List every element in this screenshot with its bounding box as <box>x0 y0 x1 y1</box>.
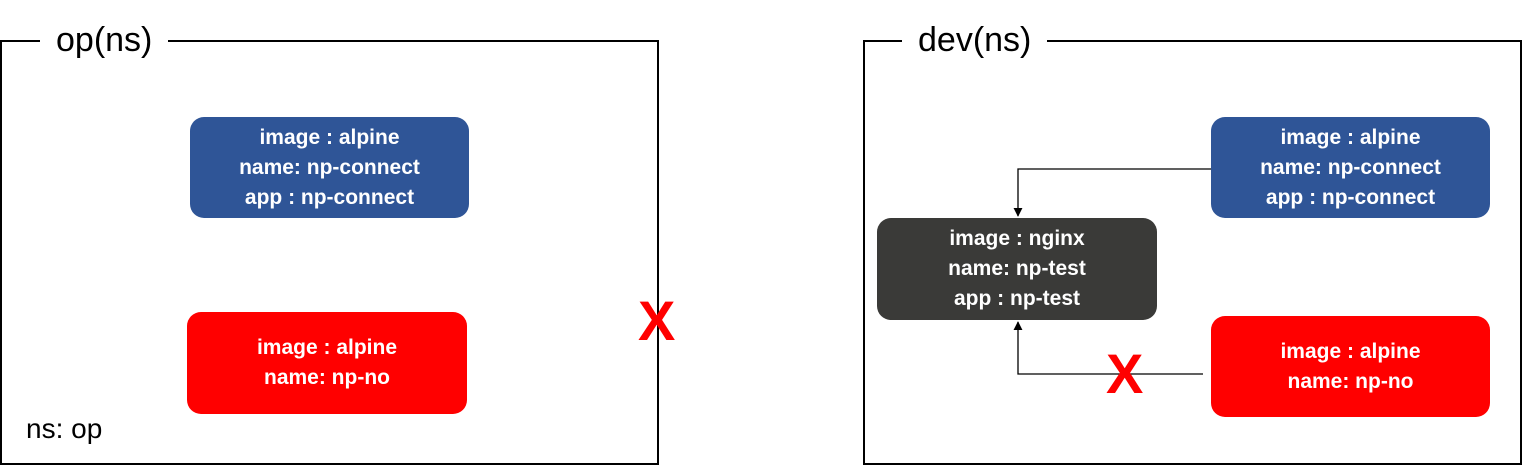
dev-pod-np-connect: image : alpine name: np-connect app : np… <box>1211 117 1490 218</box>
pod-name-label: name: np-no <box>1287 369 1414 393</box>
namespace-dev-box <box>863 40 1522 465</box>
namespace-op-caption: ns: op <box>26 413 103 444</box>
namespace-dev-title: dev(ns) <box>902 20 1048 60</box>
pod-image-label: image : alpine <box>259 125 400 149</box>
pod-app-label: app : np-connect <box>244 185 415 209</box>
pod-image-label: image : nginx <box>949 227 1085 250</box>
pod-image-label: image : alpine <box>1280 339 1421 363</box>
namespace-op-title: op(ns) <box>40 20 169 60</box>
pod-name-label: name: np-test <box>948 257 1086 280</box>
op-blocked-x-mark: X <box>638 289 676 352</box>
namespace-op-box <box>0 40 659 465</box>
pod-name-label: name: np-connect <box>1260 155 1441 179</box>
arrow-np-no-to-np-test <box>1013 321 1203 375</box>
pod-image-label: image : alpine <box>1280 125 1421 149</box>
dev-pod-np-test: image : nginx name: np-test app : np-tes… <box>877 218 1157 320</box>
dev-blocked-x-mark: X <box>1106 342 1144 405</box>
dev-pod-np-no: image : alpine name: np-no <box>1211 316 1490 417</box>
pod-app-label: app : np-test <box>954 287 1080 310</box>
op-pod-np-connect: image : alpine name: np-connect app : np… <box>190 117 469 218</box>
pod-image-label: image : alpine <box>256 336 398 359</box>
arrow-np-connect-to-np-test <box>1013 168 1211 217</box>
pod-app-label: app : np-connect <box>1265 185 1436 209</box>
pod-name-label: name: np-no <box>264 366 390 389</box>
op-pod-np-no: image : alpine name: np-no <box>187 312 467 414</box>
pod-name-label: name: np-connect <box>239 155 420 179</box>
